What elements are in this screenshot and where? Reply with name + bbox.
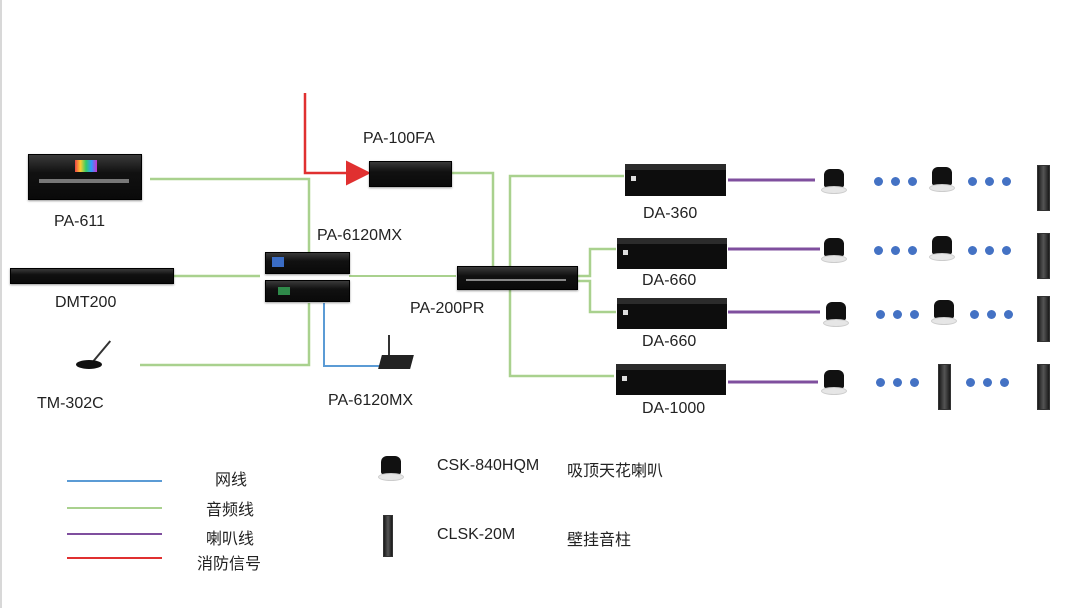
legend-audio-label: 音频线	[206, 502, 255, 519]
audio-wire-router-da1000	[508, 284, 614, 378]
ceiling-speaker-icon	[823, 302, 849, 328]
legend-speaker-label: 喇叭线	[206, 531, 255, 548]
legend-network-line	[67, 480, 162, 482]
pa611-device	[28, 154, 142, 200]
column-speaker-icon	[1037, 364, 1050, 410]
legend-audio-line	[67, 507, 162, 509]
pa6120mx-lower-device	[265, 280, 350, 302]
continuation-dots	[874, 246, 917, 255]
column-speaker-icon	[1037, 233, 1050, 279]
continuation-dots	[968, 246, 1011, 255]
ceiling-speaker-icon	[931, 300, 957, 326]
ceiling-speaker-icon	[821, 238, 847, 264]
da1000-amplifier	[616, 364, 726, 395]
column-speaker-icon	[1037, 165, 1050, 211]
pa100fa-label: PA-100FA	[363, 130, 435, 147]
da660-amplifier-1	[617, 238, 727, 269]
audio-wire-router-da660	[576, 247, 616, 314]
legend-fire-line	[67, 557, 162, 559]
continuation-dots	[970, 310, 1013, 319]
da1000-label: DA-1000	[642, 400, 706, 417]
legend-ceiling-desc: 吸顶天花喇叭	[567, 463, 664, 480]
audio-wire-tm302c	[140, 303, 311, 367]
dmt200-label: DMT200	[55, 294, 117, 311]
pa200pr-device	[457, 266, 578, 290]
ceiling-speaker-icon	[929, 167, 955, 193]
legend-fire-label: 消防信号	[197, 556, 262, 573]
ceiling-speaker-icon	[378, 456, 404, 482]
da660-label-1: DA-660	[642, 272, 697, 289]
pa6120mx-upper-device	[265, 252, 350, 274]
da660-amplifier-2	[617, 298, 727, 329]
legend-column-model: CLSK-20M	[437, 526, 516, 543]
legend-speaker-line	[67, 533, 162, 535]
pa6120mx-mic-label: PA-6120MX	[328, 392, 414, 409]
legend-ceiling-model: CSK-840HQM	[437, 457, 540, 474]
column-speaker-icon	[383, 515, 393, 557]
legend-network-label: 网线	[215, 472, 248, 489]
audio-wire-pa100fa	[450, 171, 495, 266]
dmt200-device	[10, 268, 174, 284]
tm302c-label: TM-302C	[37, 395, 104, 412]
da360-label: DA-360	[643, 205, 698, 222]
legend-column-desc: 壁挂音柱	[567, 532, 632, 549]
pa6120mx-label: PA-6120MX	[317, 227, 403, 244]
ceiling-speaker-icon	[821, 169, 847, 195]
network-wire-mic	[323, 303, 380, 367]
continuation-dots	[968, 177, 1011, 186]
ceiling-speaker-icon	[821, 370, 847, 396]
pa100fa-device	[369, 161, 452, 187]
da360-amplifier	[625, 164, 726, 196]
fire-signal-wire	[303, 93, 371, 186]
column-speaker-icon	[1037, 296, 1050, 342]
audio-wire-pa611	[150, 177, 311, 252]
paging-microphone	[378, 335, 418, 375]
continuation-dots	[876, 378, 919, 387]
audio-wire-router-da360	[508, 174, 624, 266]
continuation-dots	[966, 378, 1009, 387]
continuation-dots	[876, 310, 919, 319]
ceiling-speaker-icon	[929, 236, 955, 262]
pa611-label: PA-611	[54, 213, 105, 230]
pa200pr-label: PA-200PR	[410, 300, 485, 317]
tm302c-microphone	[70, 330, 112, 370]
da660-label-2: DA-660	[642, 333, 697, 350]
column-speaker-icon	[938, 364, 951, 410]
continuation-dots	[874, 177, 917, 186]
